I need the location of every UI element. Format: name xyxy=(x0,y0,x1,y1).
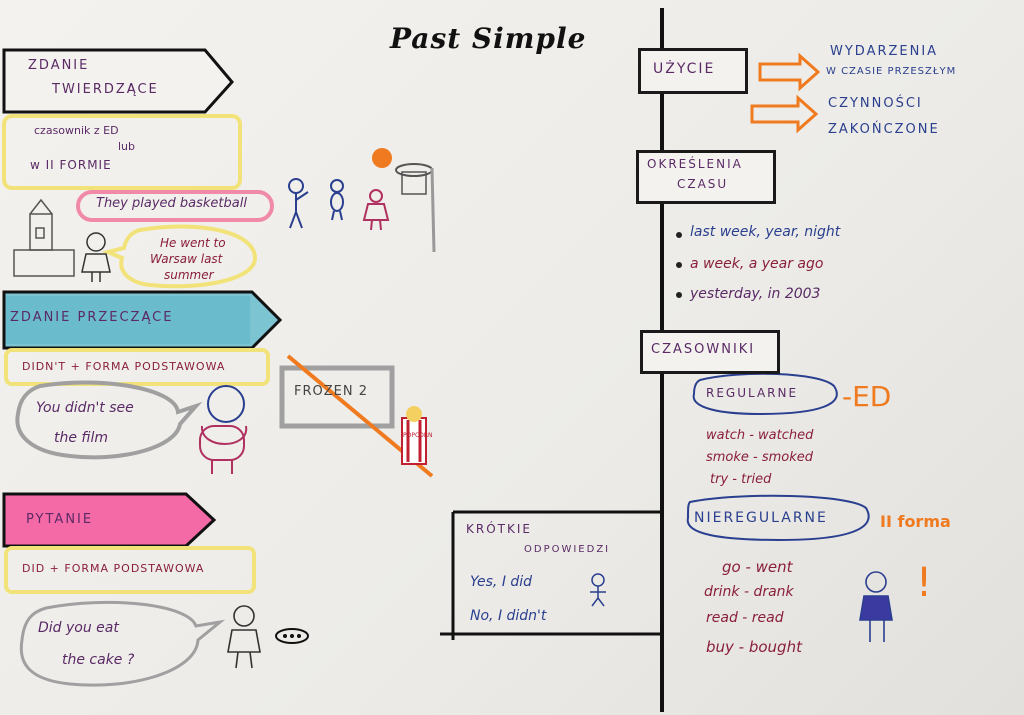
negative-example-line1: You didn't see xyxy=(36,400,134,416)
irregular-example-3: read - read xyxy=(706,610,784,626)
question-rule: DID + FORMA PODSTAWOWA xyxy=(22,562,205,575)
question-arrow xyxy=(2,492,217,548)
time-expression-2: a week, a year ago xyxy=(690,256,824,272)
question-example-line2: the cake ? xyxy=(62,652,135,668)
affirmative-rule-line2: lub xyxy=(118,140,136,153)
affirmative-rule-line1: czasownik z ED xyxy=(34,124,119,137)
example2-line1: He went to xyxy=(160,236,226,250)
example2-line2: Warsaw last xyxy=(150,252,223,266)
short-answers-header-line1: KRÓTKIE xyxy=(466,522,532,536)
negative-bubble xyxy=(15,380,203,460)
regular-suffix: -ED xyxy=(842,380,892,413)
usage-box: UŻYCIE xyxy=(638,48,748,94)
regular-example-3: try - tried xyxy=(710,472,772,487)
irregular-label: NIEREGULARNE xyxy=(694,510,828,526)
usage-point2-line2: ZAKOŃCZONE xyxy=(828,122,940,137)
verbs-box: CZASOWNIKI xyxy=(640,330,780,374)
question-bubble xyxy=(19,600,226,687)
affirmative-arrow xyxy=(2,48,234,114)
usage-point1-line1: WYDARZENIA xyxy=(830,44,939,59)
time-expressions-label-line2: CZASU xyxy=(677,177,729,191)
castle-drawing xyxy=(13,198,75,277)
question-rule-box xyxy=(4,546,256,594)
irregular-bubble xyxy=(686,494,870,542)
frozen-sign-box xyxy=(279,365,395,429)
exclamation-mark: ! xyxy=(916,560,933,606)
popcorn xyxy=(401,417,427,465)
negative-header: ZDANIE PRZECZĄCE xyxy=(10,310,174,325)
bullet xyxy=(676,262,682,268)
affirmative-rule-line3: w II FORMIE xyxy=(30,158,112,172)
short-answer-yes: Yes, I did xyxy=(470,574,533,590)
irregular-figure xyxy=(859,571,893,642)
irregular-example-1: go - went xyxy=(722,558,793,576)
frozen-sign-text: FROZEN 2 xyxy=(294,384,368,399)
page-title: Past Simple xyxy=(390,22,587,55)
regular-example-2: smoke - smoked xyxy=(706,450,814,465)
negative-figure xyxy=(199,385,248,474)
usage-arrow-1 xyxy=(758,52,821,92)
usage-point1-line2: W CZASIE PRZESZŁYM xyxy=(826,66,957,77)
verbs-label: CZASOWNIKI xyxy=(651,342,756,357)
regular-bubble xyxy=(692,372,838,416)
affirmative-header-line2: TWIERDZĄCE xyxy=(52,82,159,97)
bullet xyxy=(676,292,682,298)
usage-arrow-2 xyxy=(750,94,819,134)
irregular-example-4: buy - bought xyxy=(706,638,802,656)
regular-label: REGULARNE xyxy=(706,386,799,400)
time-expressions-label-line1: OKREŚLENIA xyxy=(647,157,743,171)
regular-example-1: watch - watched xyxy=(706,428,814,443)
time-expressions-box: OKREŚLENIA CZASU xyxy=(636,150,776,204)
question-figure xyxy=(227,605,261,669)
basketball xyxy=(372,148,392,168)
popcorn-label: POPCORN xyxy=(403,432,433,439)
example2-line3: summer xyxy=(164,268,214,282)
short-answers-header-line2: ODPOWIEDZI xyxy=(524,544,611,555)
irregular-suffix: II forma xyxy=(880,512,951,531)
example1-text: They played basketball xyxy=(96,196,247,211)
bullet xyxy=(676,232,682,238)
question-header: PYTANIE xyxy=(26,512,94,527)
example1-box xyxy=(76,190,274,222)
time-expression-3: yesterday, in 2003 xyxy=(690,286,821,302)
time-expression-1: last week, year, night xyxy=(690,224,841,240)
usage-label: UŻYCIE xyxy=(653,61,716,77)
negative-rule-box xyxy=(4,348,270,386)
negative-rule: DIDN'T + FORMA PODSTAWOWA xyxy=(22,360,226,373)
question-example-line1: Did you eat xyxy=(38,620,119,636)
negative-example-line2: the film xyxy=(54,430,108,446)
usage-point2-line1: CZYNNOŚCI xyxy=(828,96,923,111)
affirmative-rule-box xyxy=(2,114,242,190)
short-answer-no: No, I didn't xyxy=(470,608,547,624)
irregular-example-2: drink - drank xyxy=(704,584,794,600)
stick-figures xyxy=(288,178,344,229)
affirmative-header-line1: ZDANIE xyxy=(28,58,90,73)
example2-bubble xyxy=(101,224,258,289)
